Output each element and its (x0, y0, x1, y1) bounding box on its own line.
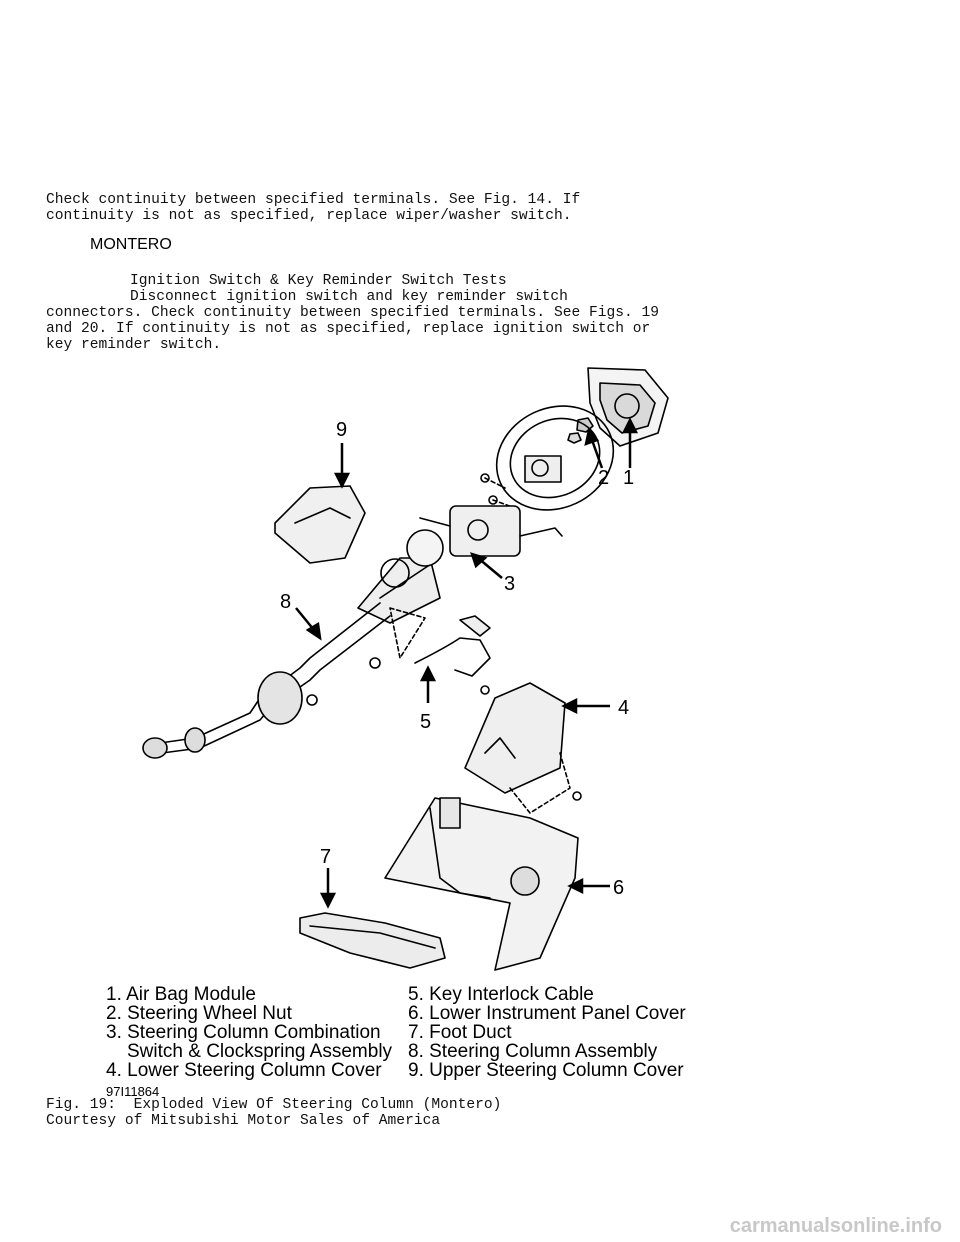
legend-item-3: 3. Steering Column Combination (106, 1022, 381, 1043)
tests-line-4: key reminder switch. (46, 337, 222, 353)
callout-6: 6 (613, 877, 624, 899)
tests-line-2: connectors. Check continuity between spe… (46, 305, 660, 321)
callout-5: 5 (420, 711, 431, 733)
air-bag-module (587, 367, 669, 447)
callout-7: 7 (320, 846, 331, 868)
figure-callouts: 1 2 3 4 5 6 7 8 9 (280, 419, 634, 899)
figure-code: 97I11864 (106, 1084, 160, 1099)
legend-item-3-cont: Switch & Clockspring Assembly (127, 1041, 393, 1062)
legend-item-2: 2. Steering Wheel Nut (106, 1003, 292, 1024)
callout-2: 2 (598, 467, 609, 489)
callout-1: 1 (623, 467, 634, 489)
callout-3: 3 (504, 573, 515, 595)
watermark[interactable]: carmanualsonline.info (729, 1215, 942, 1237)
caption-line-2: Courtesy of Mitsubishi Motor Sales of Am… (46, 1113, 441, 1129)
combination-switch (419, 505, 563, 557)
legend-item-7: 7. Foot Duct (408, 1022, 512, 1043)
steering-column-assembly (142, 529, 444, 759)
legend-item-5: 5. Key Interlock Cable (408, 984, 594, 1005)
legend-item-6: 6. Lower Instrument Panel Cover (408, 1003, 686, 1024)
key-interlock-cable (414, 615, 491, 695)
tests-line-1: Disconnect ignition switch and key remin… (130, 289, 568, 305)
callout-4: 4 (618, 697, 629, 719)
upper-steering-column-cover (274, 485, 366, 564)
tests-line-3: and 20. If continuity is not as specifie… (46, 321, 651, 337)
legend-item-9: 9. Upper Steering Column Cover (408, 1060, 684, 1081)
callout-9: 9 (336, 419, 347, 441)
caption-line-1: Fig. 19: Exploded View Of Steering Colum… (46, 1097, 502, 1113)
steering-column-exploded-figure: 1 2 3 4 5 6 7 8 9 (142, 367, 669, 971)
tests-title: Ignition Switch & Key Reminder Switch Te… (130, 273, 507, 289)
intro-line-1: Check continuity between specified termi… (46, 192, 581, 208)
lower-instrument-panel-cover (384, 797, 579, 971)
foot-duct (299, 912, 446, 969)
legend-item-4: 4. Lower Steering Column Cover (106, 1060, 382, 1081)
lower-steering-column-cover (464, 682, 582, 814)
section-heading: MONTERO (90, 236, 172, 253)
intro-line-2: continuity is not as specified, replace … (46, 208, 572, 224)
legend-item-8: 8. Steering Column Assembly (408, 1041, 658, 1062)
legend-item-1: 1. Air Bag Module (106, 984, 256, 1005)
callout-8: 8 (280, 591, 291, 613)
